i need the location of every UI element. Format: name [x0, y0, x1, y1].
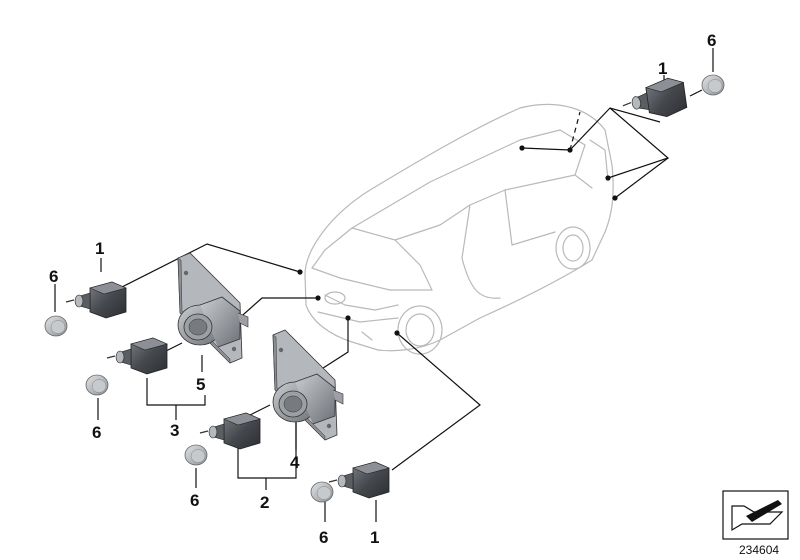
callout-3: 3 [170, 421, 179, 440]
callout-1-bottom: 1 [370, 528, 379, 547]
leader-dots [297, 145, 618, 336]
pdc-sensor-icon [619, 75, 689, 124]
callout-6-top: 6 [707, 31, 716, 50]
sensor-holder-icon [272, 329, 344, 441]
callout-1-left: 1 [95, 239, 104, 258]
sensor-cap-icon [310, 481, 334, 503]
pdc-sensor-icon [328, 461, 390, 499]
sensor-cap-icon [701, 74, 725, 96]
callout-6-bottom: 6 [319, 528, 328, 547]
pdc-sensor-icon [199, 412, 261, 450]
pdc-sensor-icon [65, 281, 127, 319]
vehicle-outline [304, 103, 614, 355]
callout-6-mid: 6 [92, 423, 101, 442]
reference-number: 234604 [739, 543, 779, 557]
arrow-symbol-icon [722, 490, 789, 540]
group-bracket-3 [146, 378, 206, 420]
sensor-holder-icon [177, 252, 249, 364]
callout-6-left: 6 [49, 267, 58, 286]
callout-5: 5 [196, 375, 205, 394]
pdc-sensor-icon [106, 337, 168, 375]
callout-6-low: 6 [190, 491, 199, 510]
callout-1-top: 1 [658, 59, 667, 78]
callout-4: 4 [290, 453, 300, 472]
sensor-cap-icon [85, 374, 109, 396]
sensor-cap-icon [44, 315, 68, 337]
callout-2: 2 [260, 493, 269, 512]
sensor-cap-icon [184, 444, 208, 466]
